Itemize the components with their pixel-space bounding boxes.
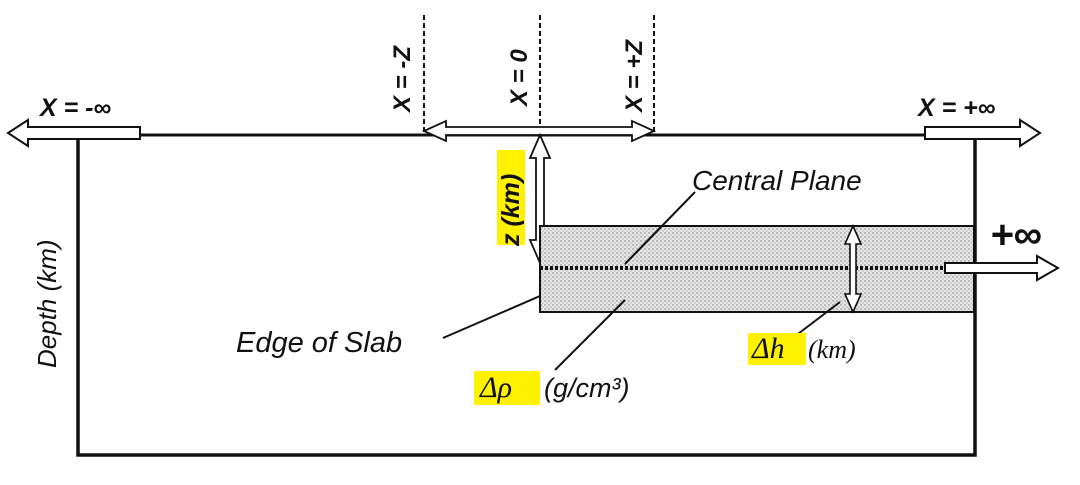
label-depth-km: Depth (km): [32, 239, 62, 368]
label-x-neg-inf: X = -∞: [38, 94, 111, 122]
delta-rho-highlight: [474, 371, 540, 405]
label-delta-h: Δh: [751, 332, 785, 365]
delta-rho-leader: [554, 299, 626, 371]
label-z-km: z (km): [497, 174, 525, 247]
label-x-neg-z: X = -Z: [389, 45, 416, 114]
label-delta-rho-unit: (g/cm³): [544, 373, 629, 403]
label-x-zero: X = 0: [506, 49, 533, 108]
right-infinity-arrow: [924, 118, 1042, 148]
label-x-pos-inf: X = +∞: [916, 94, 996, 122]
label-central-plane: Central Plane: [692, 165, 862, 196]
slab-infinity-arrow: [944, 254, 1061, 282]
central-plane-leader: [624, 191, 696, 265]
edge-of-slab-leader: [442, 295, 541, 339]
z-km-highlight: [497, 150, 525, 245]
left-infinity-arrow: [6, 118, 141, 148]
z-width-arrow: [421, 119, 657, 143]
label-delta-h-unit: (km): [808, 335, 856, 364]
label-plus-infinity: +∞: [990, 213, 1042, 257]
label-edge-of-slab: Edge of Slab: [236, 327, 402, 359]
delta-h-arrow: [843, 224, 863, 314]
delta-h-highlight: [748, 333, 806, 365]
label-x-pos-z: X = +Z: [621, 39, 648, 114]
label-delta-rho: Δρ: [479, 371, 512, 404]
